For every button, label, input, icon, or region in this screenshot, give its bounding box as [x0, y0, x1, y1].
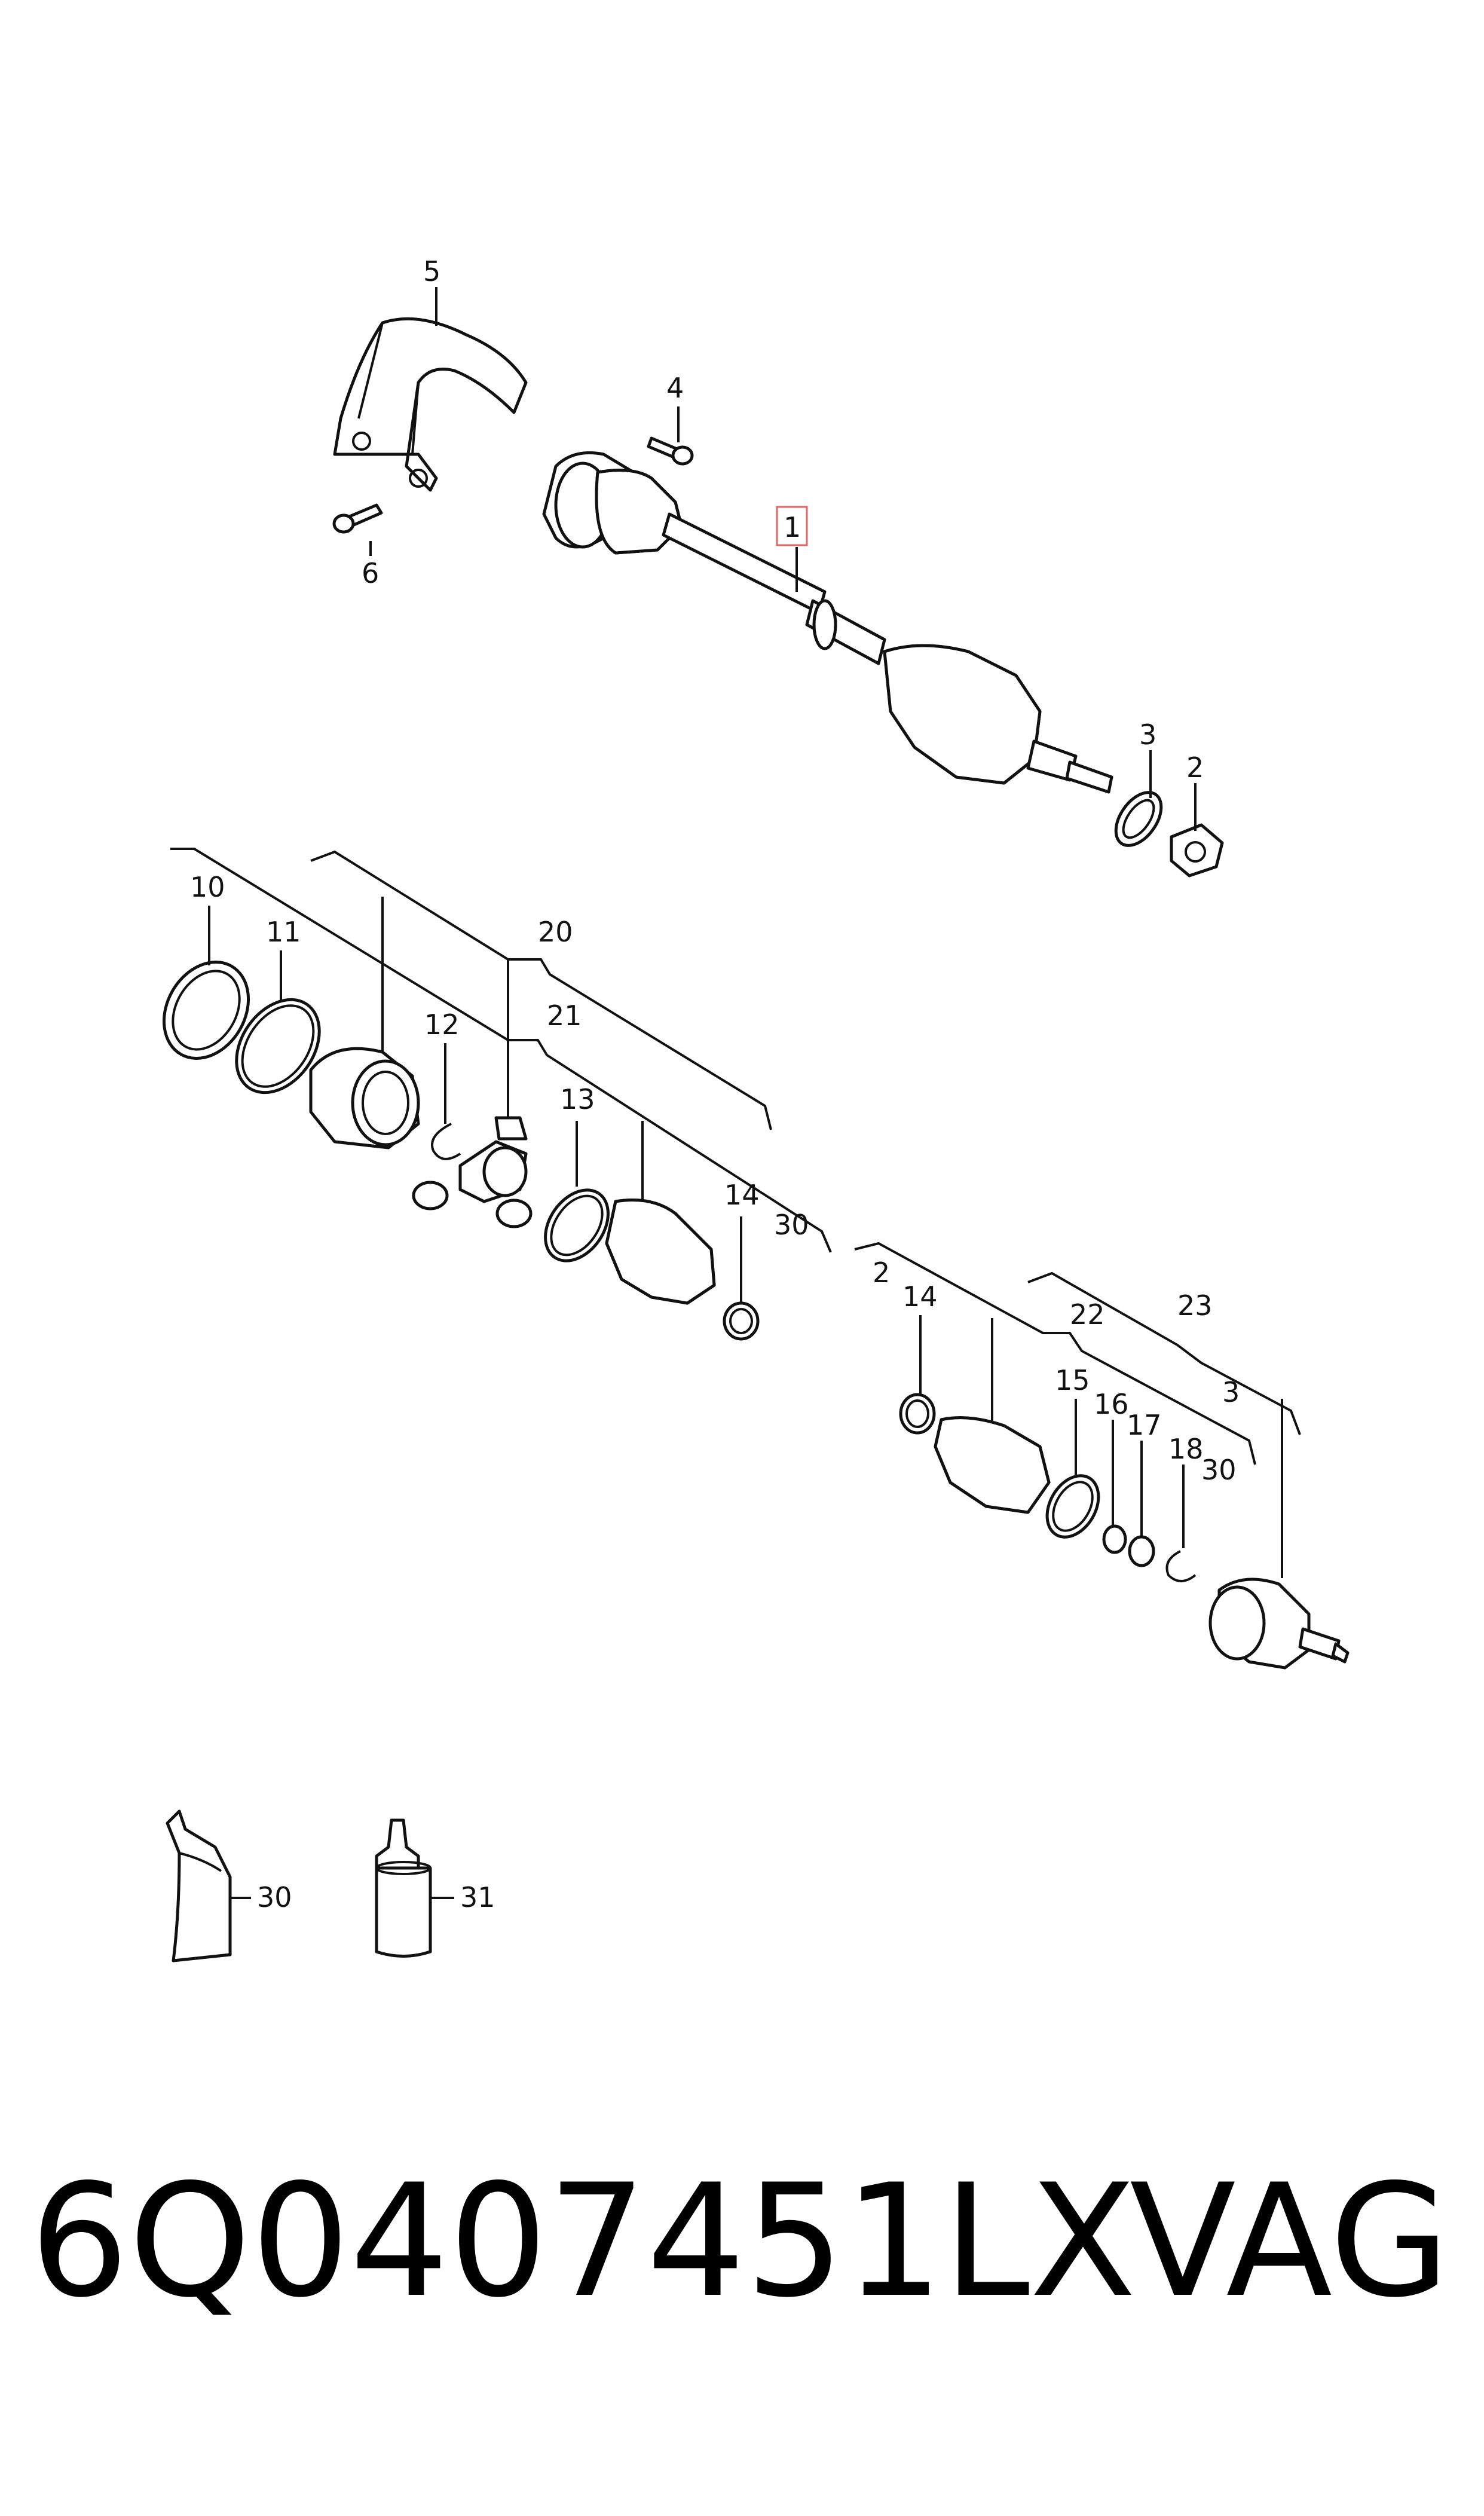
ring-part-10 — [162, 961, 250, 1060]
outer-kit-boot — [934, 1416, 1051, 1514]
callout-21: 21 — [547, 999, 582, 1032]
part-number: 6Q0407451LX — [30, 2151, 1136, 2332]
roller-left — [412, 1181, 449, 1210]
callout-30-left: 30 — [774, 1209, 809, 1241]
joint-housing — [309, 1047, 420, 1150]
callout-20: 20 — [538, 916, 573, 948]
ring-part-3 — [1114, 791, 1163, 847]
bolt-part-6 — [332, 503, 383, 534]
grease-tube-part-30 — [166, 1809, 251, 1962]
roller-right — [495, 1199, 533, 1228]
callout-30-right: 30 — [1201, 1454, 1237, 1486]
circlip-part-12 — [431, 1123, 461, 1160]
callout-17: 17 — [1127, 1409, 1162, 1441]
callout-16: 16 — [1094, 1388, 1129, 1420]
callout-6: 6 — [362, 557, 379, 589]
outer-spline-stub — [1026, 739, 1113, 794]
callout-22: 22 — [1070, 1298, 1105, 1331]
drive-shaft-assembly: 5 4 6 1 3 2 — [332, 255, 1224, 878]
brand-name: VAG — [1130, 2151, 1450, 2332]
callout-1: 1 — [784, 511, 801, 543]
nut-part-2 — [1170, 823, 1224, 878]
callout-4: 4 — [666, 372, 684, 404]
consumables: 30 31 — [166, 1809, 495, 1962]
ring-part-11 — [235, 998, 321, 1095]
callout-2-right: 2 — [873, 1257, 890, 1289]
bolt-part-4 — [647, 436, 694, 466]
callout-31: 31 — [460, 1881, 495, 1913]
callout-1-highlight-box — [776, 506, 808, 546]
outer-joint-kit: 2 14 22 23 3 15 16 17 18 30 — [854, 1242, 1350, 1670]
washer-part-16 — [1102, 1524, 1127, 1554]
circlip-part-18 — [1165, 1550, 1197, 1582]
inner-kit-boot — [605, 1199, 716, 1305]
inner-boot — [595, 469, 683, 555]
callout-12: 12 — [424, 1008, 460, 1041]
shaft-bar — [662, 512, 886, 665]
spacer-part-17 — [1128, 1535, 1155, 1567]
callout-11: 11 — [266, 916, 301, 948]
callout-14-right: 14 — [902, 1280, 938, 1313]
callout-3: 3 — [1139, 719, 1156, 751]
clamp-part-13 — [544, 1188, 610, 1262]
outer-boot — [883, 644, 1042, 785]
inner-joint-kit: 10 11 20 21 12 13 14 30 — [162, 848, 832, 1341]
callout-30-bottom: 30 — [257, 1881, 292, 1913]
callout-5: 5 — [423, 255, 440, 288]
footer-caption: 6Q0407451LX VAG — [30, 2164, 1464, 2343]
clamp-part-15 — [1045, 1474, 1100, 1539]
spider-part — [458, 1116, 528, 1203]
callout-2: 2 — [1186, 751, 1204, 784]
callout-15: 15 — [1055, 1364, 1090, 1396]
heat-shield-part — [333, 317, 528, 492]
callout-23: 23 — [1177, 1289, 1213, 1322]
clamp-part-14-left — [723, 1301, 760, 1341]
clamp-part-14-right — [899, 1393, 936, 1435]
outer-cv-joint — [1208, 1578, 1350, 1670]
callout-3-right: 3 — [1222, 1376, 1240, 1408]
callout-13: 13 — [560, 1083, 595, 1115]
callout-18: 18 — [1168, 1433, 1204, 1465]
bottle-part-31 — [375, 1818, 454, 1958]
callout-10: 10 — [190, 871, 225, 903]
callout-14-left: 14 — [724, 1179, 760, 1211]
